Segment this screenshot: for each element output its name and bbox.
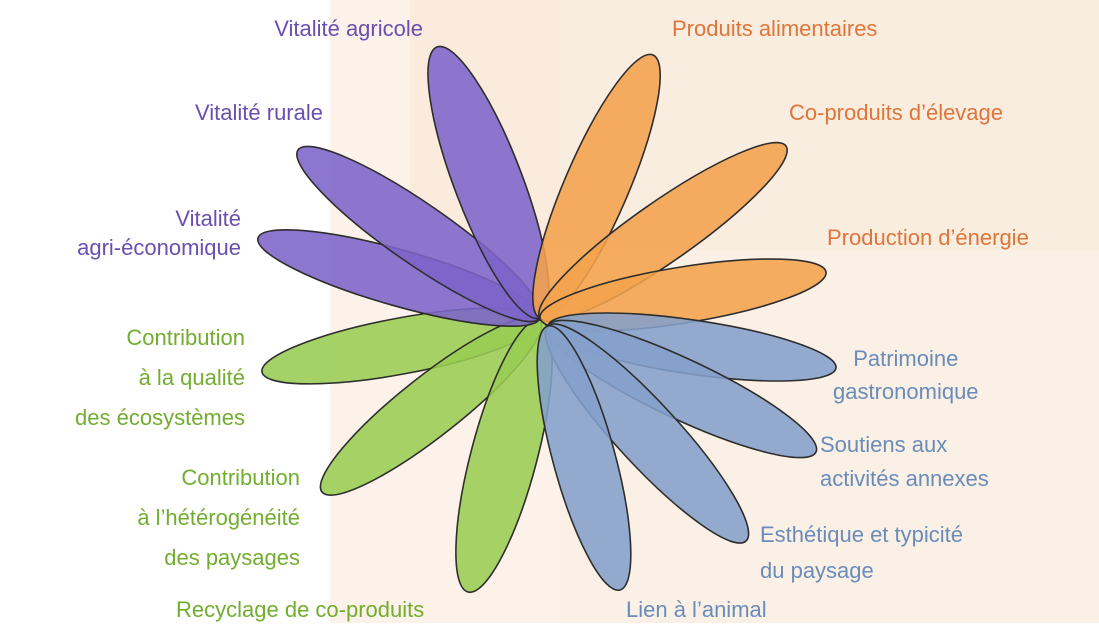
label-heterogeneite-paysages: Contribution à l’hétérogénéité des paysa…	[137, 458, 300, 578]
label-line: Contribution	[126, 325, 245, 350]
label-line: Contribution	[181, 465, 300, 490]
label-line: des paysages	[164, 545, 300, 570]
label-recyclage-co-produits: Recyclage de co-produits	[176, 595, 424, 624]
label-co-produits-elevage: Co-produits d’élevage	[789, 98, 1003, 127]
label-vitalite-agricole: Vitalité agricole	[274, 14, 423, 43]
label-qualite-ecosystemes: Contribution à la qualité des écosystème…	[75, 318, 245, 438]
label-vitalite-rurale: Vitalité rurale	[195, 98, 323, 127]
petal-lien-animal	[536, 324, 632, 592]
label-line: Soutiens aux	[820, 432, 948, 457]
label-line: Lien à l’animal	[626, 597, 767, 622]
label-esthetique-typicite-paysage: Esthétique et typicité du paysage	[760, 517, 963, 589]
label-line: Vitalité agricole	[274, 16, 423, 41]
label-line: des écosystèmes	[75, 405, 245, 430]
label-patrimoine-gastronomique: Patrimoine gastronomique	[833, 342, 979, 408]
label-vitalite-agri-economique: Vitalité agri-économique	[77, 204, 241, 262]
label-line: Production d’énergie	[827, 225, 1029, 250]
label-line: Esthétique et typicité	[760, 522, 964, 547]
label-lien-animal: Lien à l’animal	[626, 595, 767, 624]
label-line: Produits alimentaires	[672, 16, 878, 41]
label-line: Vitalité	[175, 206, 241, 231]
label-line: Recyclage de co-produits	[176, 597, 425, 622]
label-line: agri-économique	[77, 235, 241, 260]
label-line: à l’hétérogénéité	[137, 505, 300, 530]
label-soutiens-activites-annexes: Soutiens aux activités annexes	[820, 428, 989, 496]
label-line: du paysage	[760, 558, 874, 583]
label-produits-alimentaires: Produits alimentaires	[672, 14, 877, 43]
label-line: Co-produits d’élevage	[789, 100, 1004, 125]
label-production-energie: Production d’énergie	[827, 223, 1029, 252]
label-line: Vitalité rurale	[195, 100, 323, 125]
label-line: gastronomique	[833, 379, 979, 404]
label-line: à la qualité	[138, 365, 245, 390]
label-line: Patrimoine	[853, 346, 959, 371]
label-line: activités annexes	[820, 466, 989, 491]
